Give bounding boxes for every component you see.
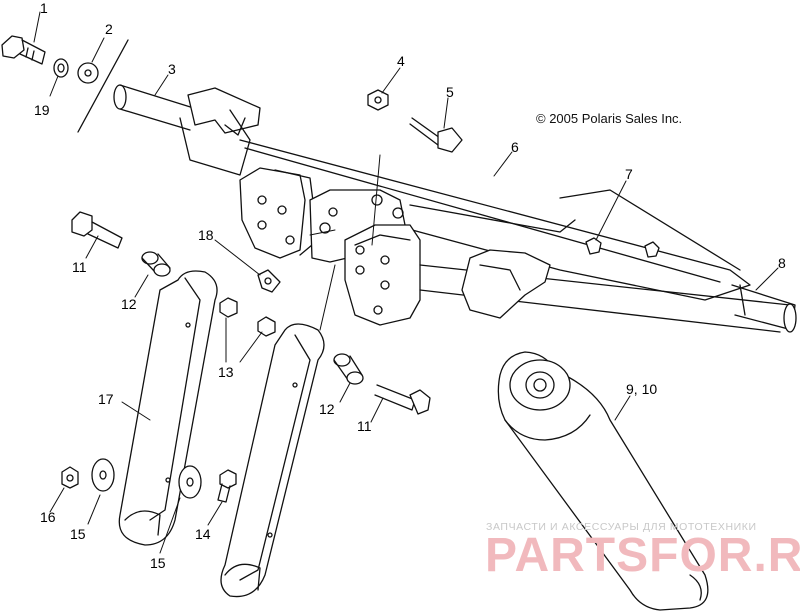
callout-8: 8 xyxy=(778,255,786,271)
callout-7: 7 xyxy=(625,166,633,182)
part-13-nuts xyxy=(219,297,276,337)
callout-4: 4 xyxy=(397,53,405,69)
callout-2: 2 xyxy=(105,21,113,37)
callout-14: 14 xyxy=(195,526,211,542)
link-arm-second xyxy=(220,323,325,598)
part-15-washer-b xyxy=(178,465,202,499)
part-5-bolt xyxy=(409,117,463,153)
callout-1: 1 xyxy=(40,0,48,16)
callout-18: 18 xyxy=(198,227,214,243)
callout-12b: 12 xyxy=(319,401,335,417)
callout-11a: 11 xyxy=(72,259,87,275)
callout-12a: 12 xyxy=(121,296,137,312)
watermark-brand: PARTSFOR.RU xyxy=(485,529,800,582)
part-15-washer-a xyxy=(91,458,115,492)
part-16-nut xyxy=(61,466,79,489)
right-mount-plates xyxy=(344,224,421,326)
callout-16: 16 xyxy=(40,509,56,525)
center-line xyxy=(77,39,129,133)
part-12-bushing-upper xyxy=(141,251,171,277)
part-18-grease-fitting xyxy=(257,269,281,293)
watermark-subtitle: ЗАПЧАСТИ И АКСЕССУАРЫ ДЛЯ МОТОТЕХНИКИ xyxy=(486,521,757,533)
callout-6: 6 xyxy=(511,139,519,155)
part-14-bolt xyxy=(217,469,237,503)
part-11-bolt-lower xyxy=(374,384,431,415)
left-mount-plates xyxy=(239,167,319,259)
part-3-tube xyxy=(113,84,261,176)
part-11-bolt-upper xyxy=(71,211,123,249)
part-19-washer xyxy=(53,58,69,78)
part-17-link-arm xyxy=(118,270,218,546)
callout-13: 13 xyxy=(218,364,234,380)
part-4-nut xyxy=(367,89,389,111)
callout-11b: 11 xyxy=(357,418,372,434)
part-2-washer xyxy=(77,62,99,84)
callout-17: 17 xyxy=(98,391,114,407)
callout-5: 5 xyxy=(446,84,454,100)
callout-15b: 15 xyxy=(150,555,166,571)
callout-15a: 15 xyxy=(70,526,86,542)
leader-lines xyxy=(33,11,779,554)
callout-3: 3 xyxy=(168,61,176,77)
part-9-10-shock-absorber xyxy=(497,351,709,611)
copyright-notice: © 2005 Polaris Sales Inc. xyxy=(536,111,683,126)
part-8-lower-tube xyxy=(419,249,797,333)
part-1-bolt xyxy=(1,35,46,65)
part-12-bushing-lower xyxy=(333,353,364,385)
callout-19: 19 xyxy=(34,102,50,118)
callout-9-10: 9, 10 xyxy=(626,381,658,397)
part-7-nuts xyxy=(585,237,660,258)
